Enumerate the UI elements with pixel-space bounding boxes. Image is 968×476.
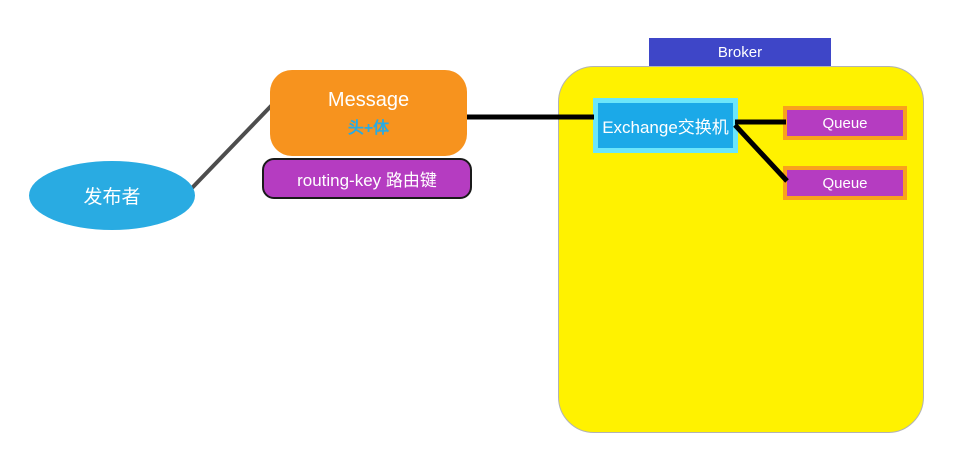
broker-container: Broker Exchange交换机 Queue Queue [558, 38, 924, 433]
routing-key-node: routing-key 路由键 [262, 158, 472, 199]
queue-node-1: Queue [783, 106, 907, 140]
message-title: Message [327, 88, 410, 111]
queue-label-2: Queue [822, 174, 868, 192]
queue-label-1: Queue [822, 114, 868, 132]
routing-key-label: routing-key 路由键 [297, 171, 437, 190]
publisher-label: 发布者 [83, 187, 141, 208]
exchange-label: Exchange交换机 [602, 118, 729, 137]
message-node: Message 头+体 [270, 70, 467, 156]
broker-title: Broker [717, 43, 763, 61]
publisher-node: 发布者 [29, 161, 195, 230]
queue-node-2: Queue [783, 166, 907, 200]
message-subtitle: 头+体 [347, 119, 390, 137]
broker-title-box: Broker [649, 38, 831, 66]
connector-exchange-queue-2 [733, 123, 789, 183]
connector-publisher-message [189, 104, 273, 191]
exchange-node: Exchange交换机 [593, 98, 738, 153]
